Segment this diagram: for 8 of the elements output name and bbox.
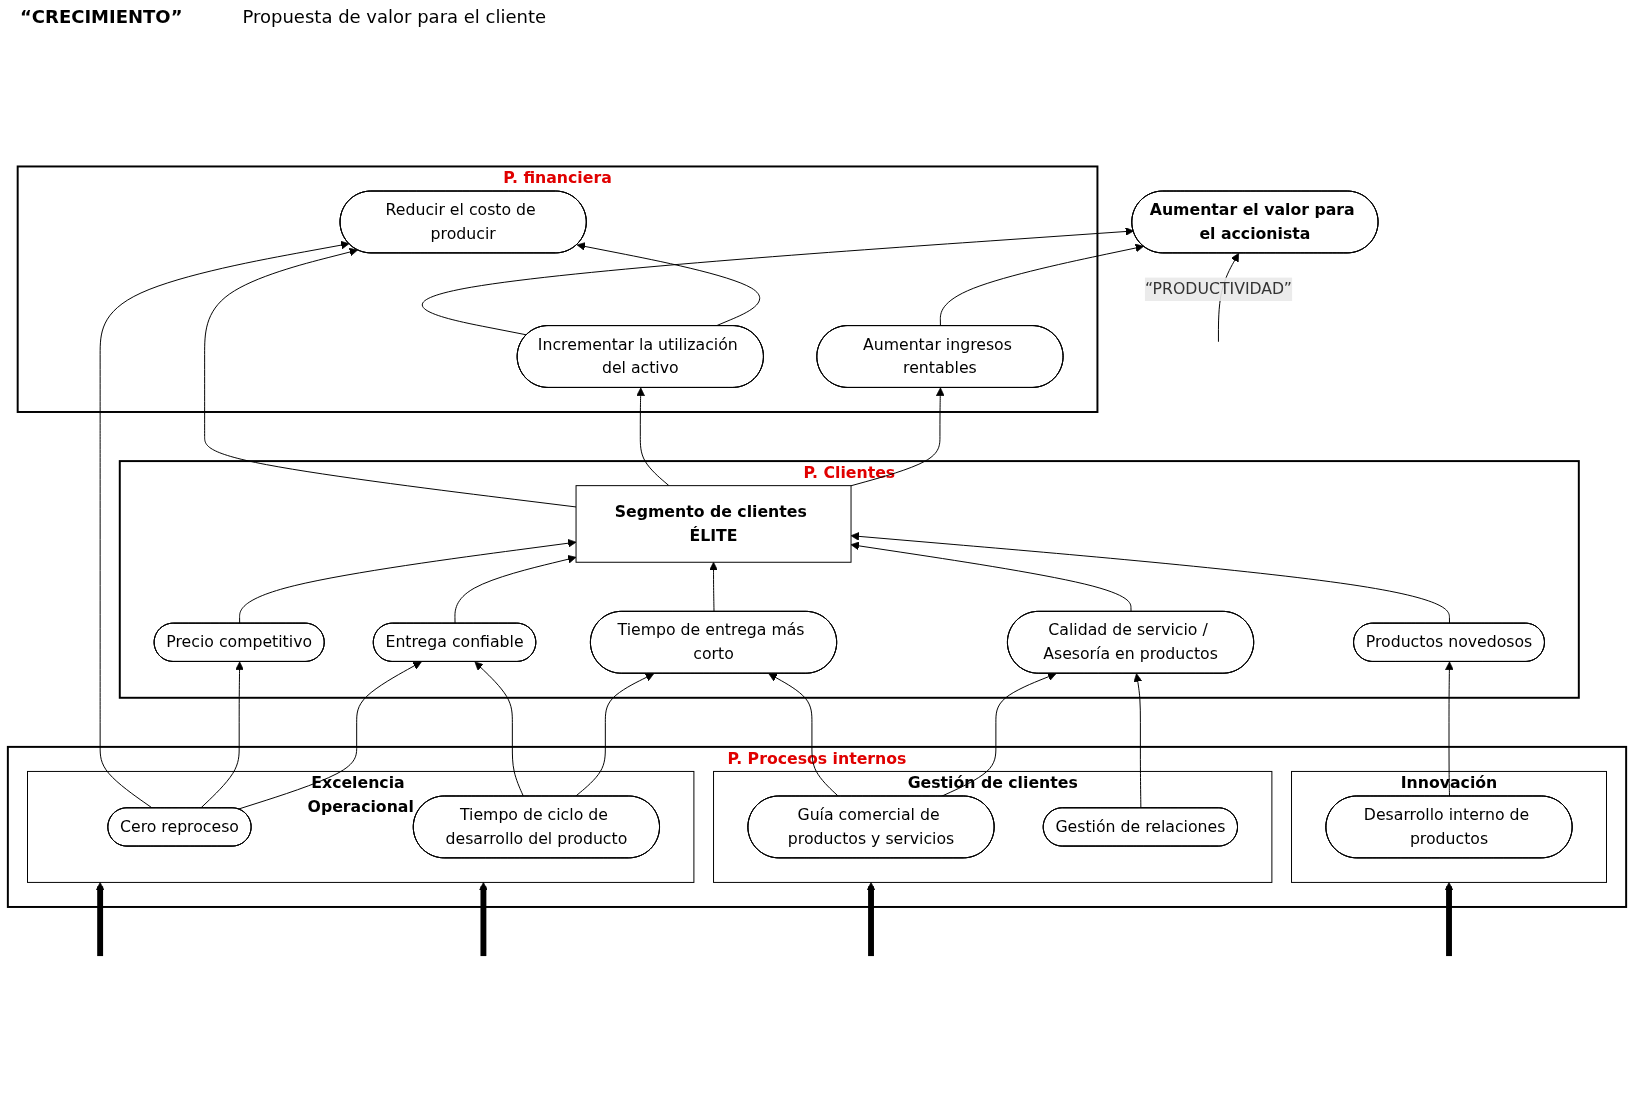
node-box: Segmento de clientes ÉLITE (575, 485, 852, 563)
heading-label: “CRECIMIENTO” (20, 6, 183, 27)
arrow (95, 882, 105, 957)
edge-label: “PRODUCTIVIDAD” (1144, 279, 1292, 299)
note-label: Propuesta de valor para el cliente (242, 6, 547, 27)
arrow (479, 882, 488, 957)
arrow (866, 882, 876, 957)
arrow (1444, 882, 1454, 957)
